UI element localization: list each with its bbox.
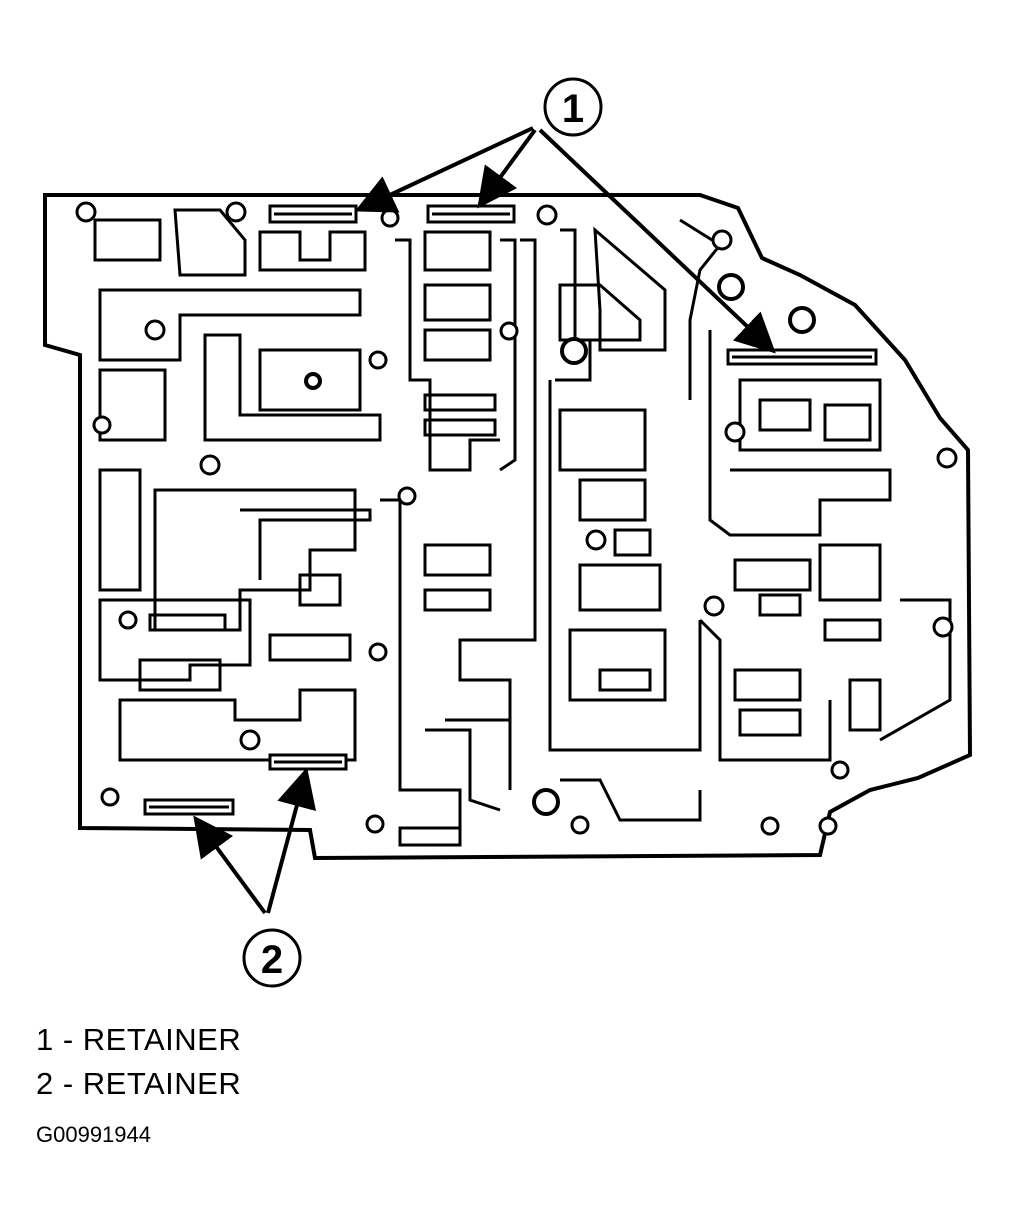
retainer-2-group <box>143 753 348 816</box>
callout-1-circle <box>543 77 603 137</box>
callout-2: 2 <box>193 767 317 988</box>
callout-1: 1 <box>354 77 776 354</box>
check-balls <box>304 273 816 816</box>
callout-2-circle <box>242 928 302 988</box>
callout-2-leaders <box>193 767 317 915</box>
retainer-1-group <box>268 204 878 366</box>
valve-body-diagram: 1 2 <box>43 77 973 988</box>
legend-item-2: 2 - RETAINER <box>36 1066 242 1101</box>
figure-id: G00991944 <box>36 1122 151 1147</box>
callout-2-number: 2 <box>261 938 283 982</box>
bolt-holes <box>75 201 958 836</box>
legend-item-1: 1 - RETAINER <box>36 1022 242 1057</box>
callout-1-number: 1 <box>562 87 584 131</box>
callout-1-leaders <box>354 126 776 354</box>
